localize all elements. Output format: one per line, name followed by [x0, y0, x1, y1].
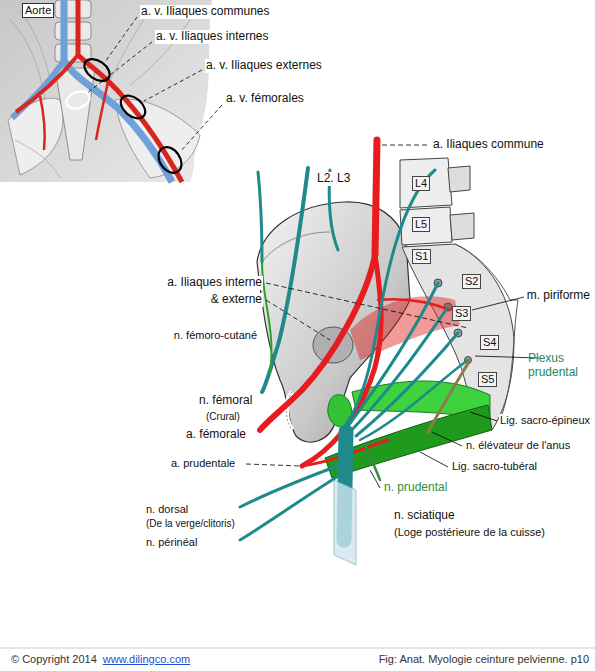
nerves-part: [258, 172, 262, 262]
nerve-note: (Crural): [205, 411, 241, 423]
artery-label: a. Iliaques commune: [432, 138, 545, 152]
arteries-part: [375, 140, 377, 255]
nerves-part: [350, 307, 448, 432]
leader-lines-part: [266, 300, 330, 340]
website-link: www.dilingco.com: [102, 653, 191, 666]
vertebra-label: L5: [412, 217, 430, 232]
muscle-label: m. piriforme: [526, 289, 591, 303]
inset-anatomy-part: [154, 143, 186, 177]
vertebra-label: L4: [412, 176, 430, 191]
inset-anatomy-part-part: [20, 10, 50, 80]
nerves-part: [360, 360, 468, 440]
inset-leader-lines-part: [144, 70, 202, 101]
artery-label: a. fémorale: [185, 428, 247, 442]
inset-anatomy-part-part: [55, 22, 91, 40]
vessel-label: a. v. Iliaques internes: [155, 30, 270, 44]
inset-anatomy-part: [16, 55, 78, 112]
nerves-part: [356, 333, 458, 436]
nerve-label: n. sciatique: [393, 509, 456, 523]
figure-caption: Fig: Anat. Myologie ceinture pelvienne. …: [378, 653, 590, 666]
vertebra-label: S4: [480, 335, 499, 350]
artery-label: a. Iliaques interne: [166, 276, 263, 290]
leader-lines: [246, 145, 539, 488]
vertebra-label: S1: [412, 249, 431, 264]
nerves-part: [345, 283, 438, 430]
nerve-label: n. dorsal: [145, 503, 189, 516]
inset-leader-lines-part: [180, 105, 222, 152]
leader-lines-part: [432, 432, 462, 446]
section-plane: [334, 480, 356, 565]
nerve-note: (De la verge/clitoris): [145, 518, 236, 530]
leader-lines-part: [470, 412, 497, 421]
spine-part: [400, 158, 452, 208]
inset-anatomy-part-part: [15, 140, 60, 178]
plexus-label: Plexus prudental: [527, 352, 591, 380]
inset-anatomy-part: [40, 96, 45, 150]
vertebra-label: S3: [452, 306, 471, 321]
inset-anatomy-part: [78, 0, 182, 182]
vessel-label: a. v. Iliaques externes: [205, 59, 323, 73]
nerve-root-label: L2. L3: [316, 172, 351, 186]
nerve-label: n. élévateur de l'anus: [465, 439, 571, 452]
leader-lines-part: [266, 283, 468, 328]
inset-anatomy-part: [96, 82, 108, 140]
inset-anatomy: [0, 0, 212, 182]
nerves-part: [262, 168, 308, 392]
nerve-note: (Loge postérieure de la cuisse): [393, 526, 546, 539]
nerve-label: n. fémoro-cutané: [173, 329, 258, 342]
leader-lines-part: [472, 297, 524, 310]
footer-rule: [0, 648, 595, 649]
nerves-part: [342, 170, 435, 430]
inset-anatomy-part: [80, 55, 113, 86]
leader-lines-part: [370, 470, 380, 488]
vessel-label: a. v. Iliaques communes: [140, 5, 271, 19]
ligament-label: Lig. sacro-épineux: [499, 414, 591, 427]
nerves-part: [240, 475, 340, 540]
inset-anatomy-part: [0, 0, 212, 182]
inset-anatomy-part: [116, 91, 149, 123]
nerve-label: n. fémoral: [198, 394, 253, 408]
nerve-label: n. prudental: [383, 481, 448, 495]
inset-anatomy-part: [64, 88, 92, 111]
vessel-label: a. v. fémorales: [225, 92, 305, 106]
inset-leader-lines-part: [105, 17, 137, 62]
inset-anatomy-part-part: [110, 10, 150, 80]
vessel-label: Aorte: [22, 3, 54, 18]
copyright: © Copyright 2014: [10, 653, 98, 666]
nerve-label: n. périnéal: [145, 536, 198, 549]
artery-label: & externe: [210, 293, 263, 307]
nerves-part: [428, 360, 470, 432]
spine-part: [450, 213, 474, 240]
spine-part: [448, 166, 470, 192]
artery-label: a. prudentale: [170, 457, 236, 470]
nerves: [240, 168, 470, 540]
arteries-part: [378, 299, 450, 310]
ligament-label: Lig. sacro-tubéral: [451, 460, 538, 473]
vertebra-label: S2: [462, 274, 481, 289]
leader-lines-part: [420, 452, 448, 467]
inset-anatomy-part-part: [55, 0, 91, 18]
leader-lines-part: [382, 145, 428, 146]
inset-leader-lines-part: [86, 42, 152, 94]
nerves-part: [262, 262, 271, 372]
leader-lines-part: [246, 464, 300, 466]
vertebra-label: S5: [478, 372, 497, 387]
